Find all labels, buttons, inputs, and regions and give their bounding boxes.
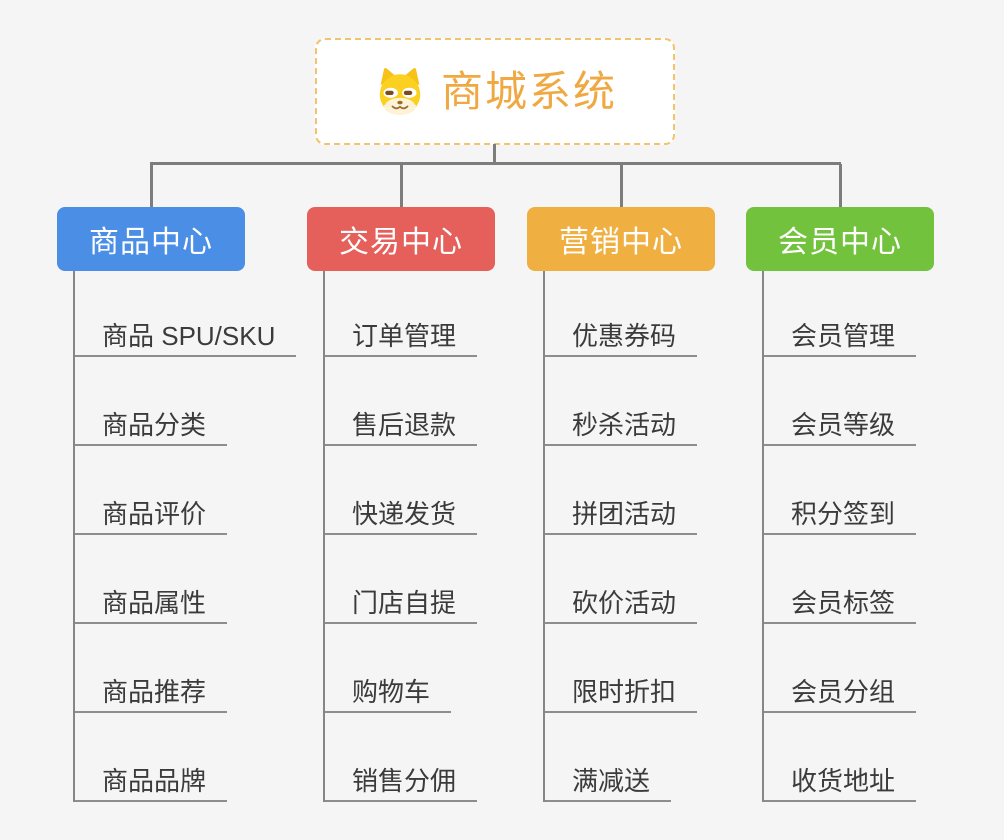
branch-item[interactable]: 商品推荐 — [75, 624, 296, 713]
branch-item-label: 会员标签 — [764, 588, 917, 624]
branch-item-label: 商品属性 — [75, 588, 228, 624]
branch-item-label: 快递发货 — [325, 499, 478, 535]
branch-item[interactable]: 订单管理 — [325, 271, 478, 357]
branch-item[interactable]: 会员分组 — [764, 624, 917, 713]
branch-item-label: 商品品牌 — [75, 766, 228, 802]
branch-item[interactable]: 积分签到 — [764, 446, 917, 535]
branch-item-label: 积分签到 — [764, 499, 917, 535]
branch-header[interactable]: 商品中心 — [57, 207, 245, 271]
branch-item[interactable]: 会员标签 — [764, 535, 917, 624]
branch-item-label: 商品推荐 — [75, 677, 228, 713]
branch-header-label: 会员中心 — [778, 226, 902, 259]
branch-item-label: 会员分组 — [764, 677, 917, 713]
branch-items-column: 会员管理会员等级积分签到会员标签会员分组收货地址 — [762, 271, 917, 802]
connector-branch-drop — [150, 164, 153, 207]
root-node[interactable]: 商城系统 — [315, 38, 675, 145]
branch-item-label: 限时折扣 — [545, 677, 698, 713]
branch-item[interactable]: 满减送 — [545, 713, 697, 802]
branch-header-label: 营销中心 — [559, 226, 683, 259]
branch-items-column: 优惠券码秒杀活动拼团活动砍价活动限时折扣满减送 — [543, 271, 698, 802]
branch-header[interactable]: 营销中心 — [527, 207, 715, 271]
branch-item-label: 商品评价 — [75, 499, 228, 535]
branch-header[interactable]: 会员中心 — [746, 207, 934, 271]
branch-item-label: 购物车 — [325, 677, 452, 713]
branch-item-label: 门店自提 — [325, 588, 478, 624]
branch-item[interactable]: 秒杀活动 — [545, 357, 698, 446]
branch-items-column: 商品 SPU/SKU 商品分类商品评价商品属性商品推荐商品品牌 — [73, 271, 297, 802]
branch-item-label: 收货地址 — [764, 766, 917, 802]
branch-item[interactable]: 销售分佣 — [325, 713, 478, 802]
branch-item-label: 商品 SPU/SKU — [75, 321, 297, 357]
branch-item-label: 满减送 — [545, 766, 672, 802]
branch-item[interactable]: 拼团活动 — [545, 446, 698, 535]
branch-header-label: 交易中心 — [339, 226, 463, 259]
branch-item[interactable]: 砍价活动 — [545, 535, 698, 624]
branch-header-label: 商品中心 — [89, 226, 213, 259]
branch-item-label: 秒杀活动 — [545, 410, 698, 446]
branch-item-label: 拼团活动 — [545, 499, 698, 535]
branch-item[interactable]: 商品属性 — [75, 535, 296, 624]
root-title: 商城系统 — [440, 67, 617, 115]
branch-item[interactable]: 购物车 — [325, 624, 477, 713]
branch-item[interactable]: 商品品牌 — [75, 713, 296, 802]
branch-header[interactable]: 交易中心 — [307, 207, 495, 271]
branch-item[interactable]: 商品 SPU/SKU — [75, 271, 297, 357]
branch-item-label: 砍价活动 — [545, 588, 698, 624]
branch-item[interactable]: 快递发货 — [325, 446, 478, 535]
connector-root-drop — [493, 144, 496, 164]
branch-item-label: 会员管理 — [764, 321, 917, 357]
branch-item[interactable]: 售后退款 — [325, 357, 478, 446]
branch-item-label: 优惠券码 — [545, 321, 698, 357]
branch-item[interactable]: 会员等级 — [764, 357, 917, 446]
branch-item[interactable]: 商品评价 — [75, 446, 296, 535]
branch-item[interactable]: 收货地址 — [764, 713, 917, 802]
branch-item-label: 订单管理 — [325, 321, 478, 357]
connector-branch-drop — [400, 164, 403, 207]
connector-branch-drop — [839, 164, 842, 207]
branch-item[interactable]: 限时折扣 — [545, 624, 698, 713]
branch-item[interactable]: 优惠券码 — [545, 271, 698, 357]
branch-item-label: 商品分类 — [75, 410, 228, 446]
branch-items-column: 订单管理售后退款快递发货门店自提购物车销售分佣 — [323, 271, 478, 802]
branch-item-label: 销售分佣 — [325, 766, 478, 802]
branch-item-label: 会员等级 — [764, 410, 917, 446]
connector-branch-drop — [620, 164, 623, 207]
branch-item-label: 售后退款 — [325, 410, 478, 446]
branch-item[interactable]: 商品分类 — [75, 357, 296, 446]
branch-item[interactable]: 会员管理 — [764, 271, 917, 357]
branch-item[interactable]: 门店自提 — [325, 535, 478, 624]
connector-bus — [150, 162, 841, 165]
dog-logo-icon — [379, 67, 421, 115]
